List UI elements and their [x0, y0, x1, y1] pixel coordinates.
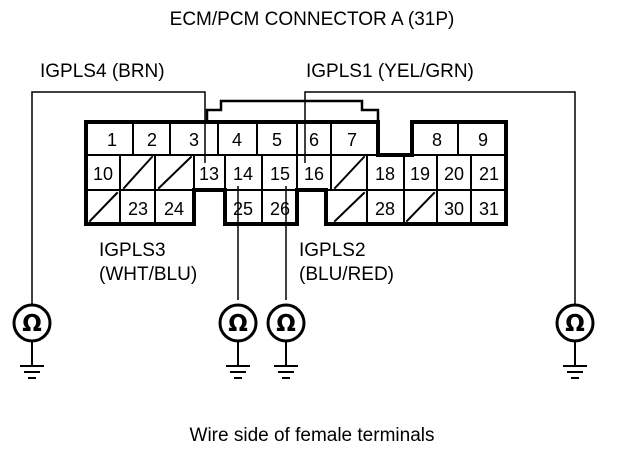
connector-lock-tab	[205, 99, 380, 124]
pin-label: 9	[478, 130, 488, 150]
label-igpls2: IGPLS2 (BLU/RED)	[299, 239, 394, 287]
diagram-title: ECM/PCM CONNECTOR A (31P)	[169, 9, 455, 30]
pin-label: 16	[304, 164, 324, 184]
ground-icon	[226, 341, 250, 379]
pin-label: 28	[375, 199, 395, 219]
pin-label: 20	[444, 164, 464, 184]
probe-wire-igpls4	[31, 91, 206, 308]
omega-symbol: Ω	[22, 311, 42, 337]
pin-label: 5	[272, 130, 282, 150]
pin-label: 13	[199, 164, 219, 184]
pin-label: 21	[479, 164, 499, 184]
pin-label: 31	[479, 199, 499, 219]
pin-label: 4	[232, 130, 242, 150]
pin-label: 25	[233, 199, 253, 219]
pin-label: 2	[147, 130, 157, 150]
pin-label: 6	[309, 130, 319, 150]
probe-wire-igpls1	[304, 91, 576, 308]
omega-symbol: Ω	[565, 311, 585, 337]
label-igpls1: IGPLS1 (YEL/GRN)	[306, 61, 474, 82]
ground-icon	[563, 341, 587, 379]
pin-label: 15	[270, 164, 290, 184]
label-igpls4: IGPLS4 (BRN)	[40, 61, 165, 82]
pin-label: 8	[432, 130, 442, 150]
label-igpls3-color: (WHT/BLU)	[99, 264, 198, 285]
pin-label: 18	[375, 164, 395, 184]
diagram-caption: Wire side of female terminals	[189, 425, 435, 446]
pin-label: 3	[189, 130, 199, 150]
label-igpls2-color: (BLU/RED)	[299, 264, 395, 285]
pin-label: 10	[93, 164, 113, 184]
pin-label: 14	[233, 164, 253, 184]
label-igpls3: IGPLS3 (WHT/BLU)	[99, 239, 197, 287]
pin-label: 7	[347, 130, 357, 150]
pin-label: 19	[410, 164, 430, 184]
label-igpls2-name: IGPLS2	[299, 240, 366, 261]
omega-symbol: Ω	[276, 311, 296, 337]
pin-label: 23	[128, 199, 148, 219]
pin-label: 24	[164, 199, 184, 219]
label-igpls3-name: IGPLS3	[99, 240, 166, 261]
pin-label: 30	[444, 199, 464, 219]
unused-cavity-marks	[88, 155, 436, 223]
ground-icon	[20, 341, 44, 379]
omega-symbol: Ω	[228, 311, 248, 337]
ground-icon	[274, 341, 298, 379]
pin-label: 1	[107, 130, 117, 150]
pin-label: 26	[270, 199, 290, 219]
